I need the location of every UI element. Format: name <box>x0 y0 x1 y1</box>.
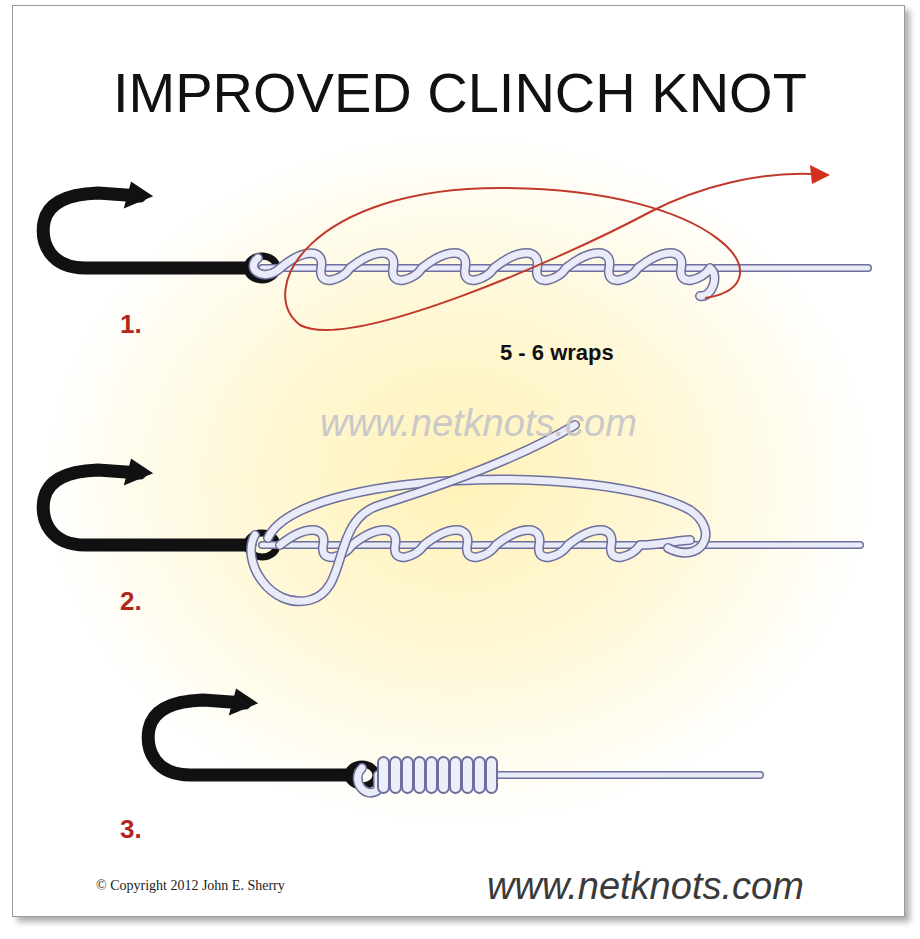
hook <box>43 184 277 280</box>
title: IMPROVED CLINCH KNOT <box>113 62 807 124</box>
hook <box>148 691 376 786</box>
website: www.netknots.com <box>487 866 804 908</box>
watermark: www.netknots.com <box>320 403 637 445</box>
red-guide-path <box>285 174 812 330</box>
fishing-line <box>253 253 868 296</box>
step-number: 3. <box>120 815 142 844</box>
hook <box>43 461 277 557</box>
step-number: 1. <box>120 310 142 339</box>
copyright-note: © Copyright 2012 John E. Sherry <box>96 878 285 893</box>
red-arrowhead <box>810 165 830 184</box>
fishing-line <box>251 425 860 601</box>
fishing-line <box>358 757 760 793</box>
step-number: 2. <box>120 587 142 616</box>
wrap-count-note: 5 - 6 wraps <box>500 341 614 365</box>
